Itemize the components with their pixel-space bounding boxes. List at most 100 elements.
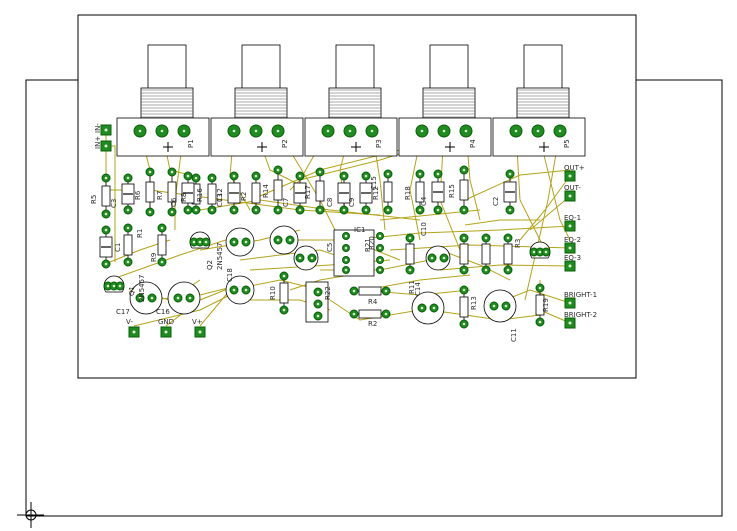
pad-hole (186, 208, 190, 212)
pad-hole (568, 224, 572, 228)
component-layer (99, 170, 551, 325)
component-label: R9 (150, 253, 158, 262)
pad-hole (344, 268, 348, 272)
component-label: R13 (470, 296, 478, 310)
pad-hole (104, 228, 108, 232)
resistor-body (167, 181, 177, 203)
resistor-label: R14 (262, 184, 270, 198)
electrolytic-capacitor (293, 245, 319, 271)
pad-hole (276, 238, 280, 242)
connector-label: EQ-1 (564, 214, 581, 222)
resistor-label: R12 (372, 186, 380, 200)
pad-hole (558, 129, 562, 133)
pad-hole (276, 208, 280, 212)
component-label: R4 (368, 298, 378, 306)
pot-ref-label: P1 (187, 139, 195, 148)
pad-hole (194, 176, 198, 180)
pad-hole (420, 306, 424, 310)
pad-hole (418, 172, 422, 176)
pad-hole (352, 312, 356, 316)
pad-hole (138, 129, 142, 133)
pad-hole (254, 208, 258, 212)
pad-hole (386, 208, 390, 212)
trace (133, 289, 241, 327)
capacitor-label: C6 (170, 197, 178, 207)
pad-hole (342, 174, 346, 178)
pad-hole (568, 174, 572, 178)
component-label: R19 (542, 298, 550, 312)
pad-hole (244, 288, 248, 292)
pot-shaft (335, 44, 375, 91)
electrolytic-capacitor (411, 291, 445, 325)
pad-hole (126, 226, 130, 230)
pad-hole (384, 289, 388, 293)
connector-label: EQ-2 (564, 236, 581, 244)
pad-hole (462, 288, 466, 292)
pad-hole (232, 129, 236, 133)
pad-hole (568, 246, 572, 250)
pot-bushing (328, 87, 382, 119)
component-label: C16 (156, 308, 170, 316)
pot-bushing (140, 87, 194, 119)
pad-hole (160, 129, 164, 133)
pad-hole (160, 260, 164, 264)
capacitor-label: C8 (326, 198, 334, 207)
connector-label: BRIGHT-1 (564, 291, 597, 299)
pad-hole (298, 174, 302, 178)
pad-hole (112, 284, 116, 288)
pad-hole (104, 144, 108, 148)
resistor-label: R2 (240, 192, 248, 201)
trace (537, 130, 571, 241)
component-label: Q1 (128, 286, 136, 296)
pad-hole (378, 258, 382, 262)
trace (199, 279, 321, 327)
connector-label: OUT- (564, 184, 581, 192)
component-label: R3 (514, 239, 522, 248)
pad-hole (420, 129, 424, 133)
resistor-body (207, 183, 217, 205)
pot-ref-label: P3 (375, 139, 383, 148)
resistor-label: R15 (448, 184, 456, 198)
component-label: C12 (216, 188, 224, 202)
pad-hole (504, 304, 508, 308)
trace (329, 299, 421, 321)
capacitor-label: C13 (216, 193, 224, 207)
pad-hole (198, 240, 202, 244)
pad-hole (276, 129, 280, 133)
pad-hole (126, 260, 130, 264)
resistor-label: R8 (180, 193, 188, 202)
component-label: R2 (368, 320, 377, 328)
pad-hole (378, 234, 382, 238)
resistor-label: R5 (90, 195, 98, 204)
pad-hole (568, 301, 572, 305)
pad-hole (232, 174, 236, 178)
pad-hole (384, 312, 388, 316)
component-label: Q2 (206, 260, 214, 270)
pad-hole (364, 208, 368, 212)
pot-shaft (241, 44, 281, 91)
pad-hole (462, 268, 466, 272)
pad-hole (232, 208, 236, 212)
pad-hole (462, 322, 466, 326)
pad-hole (484, 236, 488, 240)
pad-hole (198, 330, 202, 334)
resistor-body (459, 296, 469, 318)
pad-hole (506, 236, 510, 240)
pad-hole (318, 208, 322, 212)
resistor-label: R6 (134, 190, 142, 200)
pad-hole (442, 129, 446, 133)
pad-hole (232, 240, 236, 244)
component-label: IC1 (354, 226, 365, 234)
pad-hole (378, 246, 382, 250)
component-label: R22 (324, 286, 332, 300)
pad-hole (430, 256, 434, 260)
pad-hole (194, 208, 198, 212)
component-label: R20 (368, 236, 376, 250)
connector-label: V+ (192, 318, 203, 326)
pad-hole (568, 194, 572, 198)
component-label: C17 (116, 308, 130, 316)
pad-hole (462, 208, 466, 212)
pad-hole (348, 129, 352, 133)
pad-hole (170, 210, 174, 214)
